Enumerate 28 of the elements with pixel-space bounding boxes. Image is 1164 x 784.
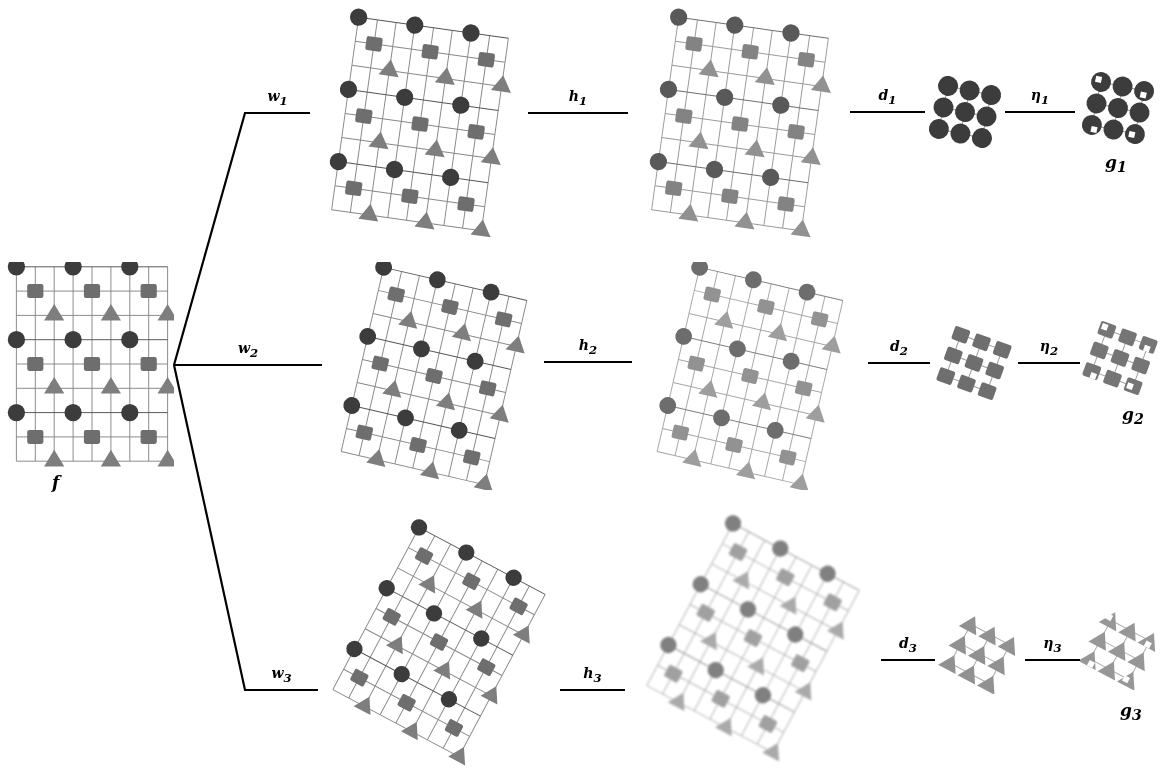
connector-line	[881, 658, 935, 662]
edge-label: d$_{3}$	[899, 635, 917, 655]
connector-line	[868, 361, 930, 365]
edge-label: w$_{2}$	[237, 340, 259, 360]
connector-line	[544, 360, 632, 364]
variable-label: g$_{3}$	[1120, 700, 1142, 724]
variable-label: g$_{1}$	[1105, 152, 1127, 176]
edge-label: d$_{1}$	[878, 87, 897, 107]
connector-line	[850, 110, 925, 114]
edge-label: w$_{1}$	[267, 88, 288, 108]
variable-label: f	[52, 472, 60, 492]
edge-label: d$_{2}$	[890, 338, 908, 358]
connector-line	[174, 363, 322, 367]
connector-line	[528, 111, 628, 115]
edge-label: w$_{3}$	[271, 665, 292, 685]
edge-label: η$_{2}$	[1039, 338, 1059, 358]
connector-line	[560, 688, 625, 692]
connector-line	[1005, 110, 1075, 114]
edge-label: η$_{3}$	[1043, 635, 1062, 655]
edge-label: h$_{2}$	[578, 337, 598, 357]
edge-label: η$_{1}$	[1030, 87, 1050, 107]
variable-label: g$_{2}$	[1122, 404, 1144, 428]
connector-line	[1025, 658, 1080, 662]
connector-line	[1018, 361, 1080, 365]
connector-line	[172, 111, 310, 366]
edge-label: h$_{3}$	[583, 665, 602, 685]
connector-line	[172, 364, 318, 692]
edge-label: h$_{1}$	[568, 88, 588, 108]
